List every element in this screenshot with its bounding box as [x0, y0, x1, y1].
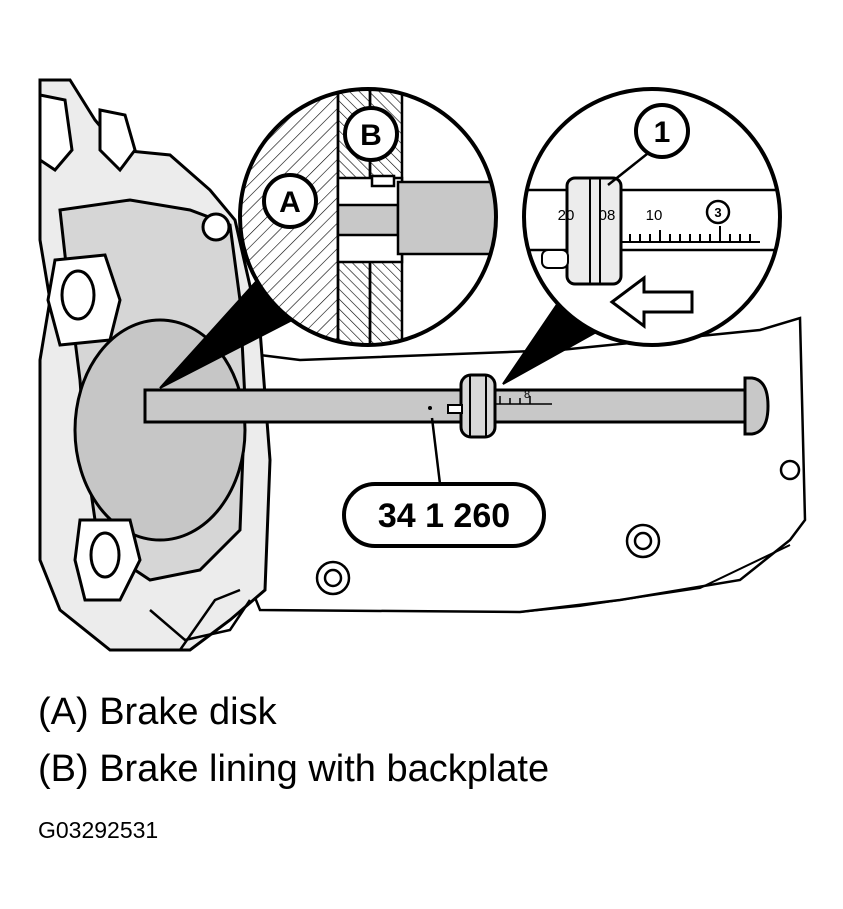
scale-label-middle: 08	[599, 207, 616, 224]
scale-label-right: 10	[646, 207, 663, 224]
caption-brake-lining: (B) Brake lining with backplate	[38, 748, 550, 790]
callout-b-label: B	[360, 119, 382, 152]
scale-marker: 3	[714, 205, 721, 220]
tool-number-box	[342, 482, 546, 548]
callout-1-label: 1	[654, 116, 671, 149]
caption-brake-disk: (A) Brake disk	[38, 691, 277, 733]
tool-number-label: 34 1 260	[378, 497, 510, 535]
callout-b-circle	[343, 106, 399, 162]
callout-a-circle	[262, 173, 318, 229]
callout-a-label: A	[279, 186, 301, 219]
scale-label-left: 20	[558, 207, 575, 224]
brake-caliper	[38, 78, 272, 652]
rod-marker: 8	[524, 389, 530, 401]
figure-code: G03292531	[38, 817, 159, 843]
detail-circle-scale	[522, 87, 782, 347]
brake-measurement-illustration: 8	[38, 78, 807, 652]
measuring-rod	[143, 373, 770, 439]
callout-1-circle	[634, 103, 690, 159]
